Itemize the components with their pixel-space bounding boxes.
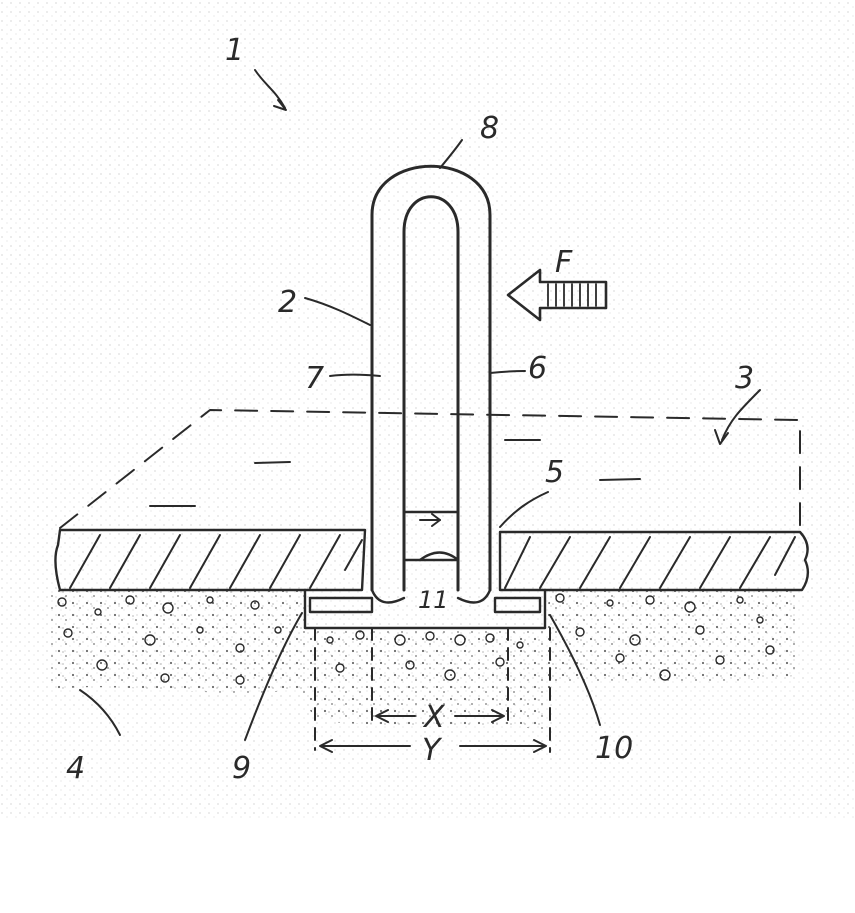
ref-9-label: 9 <box>232 751 251 786</box>
ref-3-label: 3 <box>735 361 754 396</box>
ref-7-label: 7 <box>305 361 324 396</box>
ref-11-label: 11 <box>418 586 449 614</box>
dim-x-label: X <box>422 700 446 735</box>
ref-6-label: 6 <box>528 351 547 386</box>
ref-5-label: 5 <box>545 455 564 490</box>
ref-2-label: 2 <box>278 285 297 320</box>
ref-1-label: 1 <box>225 33 244 68</box>
ref-4-label: 4 <box>66 751 85 786</box>
ref-8-label: 8 <box>480 111 499 146</box>
force-label: F <box>555 245 573 280</box>
dim-y-label: Y <box>422 733 443 768</box>
ref-10-label: 10 <box>595 731 633 766</box>
